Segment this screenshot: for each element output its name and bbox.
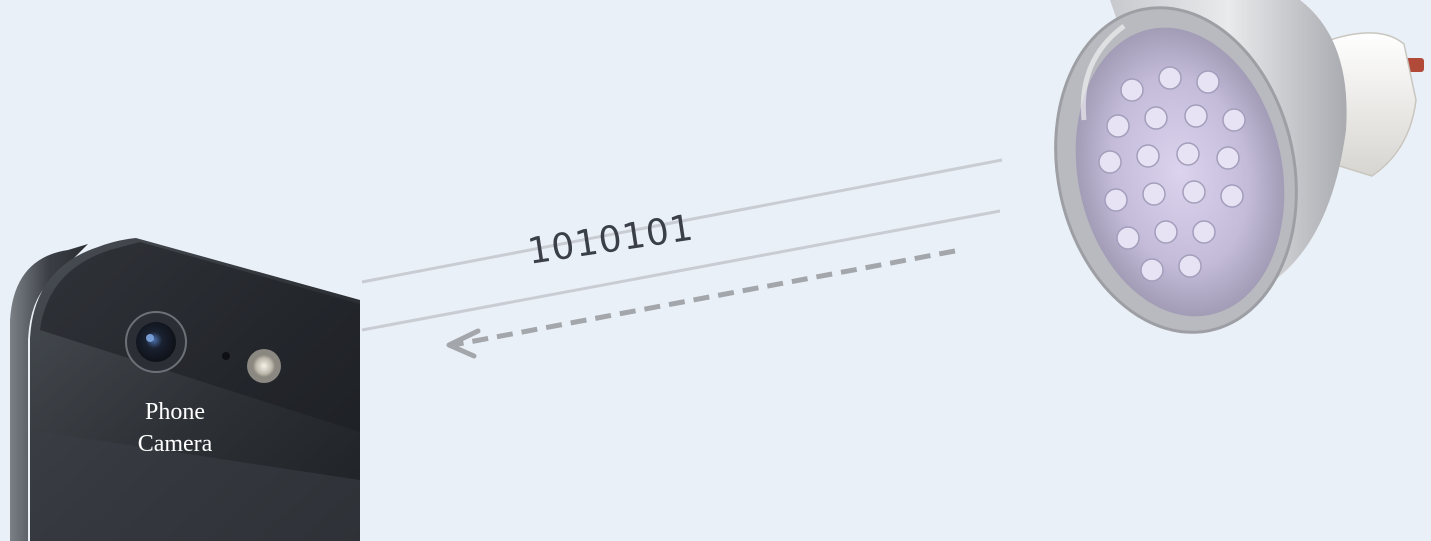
beam-lower-line <box>361 209 1001 332</box>
camera-flash <box>253 355 275 377</box>
led-spotlight-bulb-icon <box>1054 0 1424 334</box>
bulb-glass-highlight <box>1080 23 1126 121</box>
phone-label-line-1: Phone <box>145 399 205 425</box>
lens-highlight <box>146 334 154 342</box>
camera-lens <box>136 322 176 362</box>
smartphone-camera-icon <box>10 238 360 541</box>
led-array <box>1098 66 1246 282</box>
phone-side <box>10 244 88 541</box>
phone-lower-band <box>30 430 360 541</box>
mic-dot <box>222 352 230 360</box>
phone-top-panel <box>40 242 360 432</box>
dashed-arrow-left-icon <box>446 248 956 359</box>
phone-label-line-2: Camera <box>137 431 213 457</box>
beam-upper-line <box>361 158 1003 284</box>
phone-camera-label: Phone Camera <box>100 396 250 460</box>
signal-beam <box>361 158 1003 332</box>
